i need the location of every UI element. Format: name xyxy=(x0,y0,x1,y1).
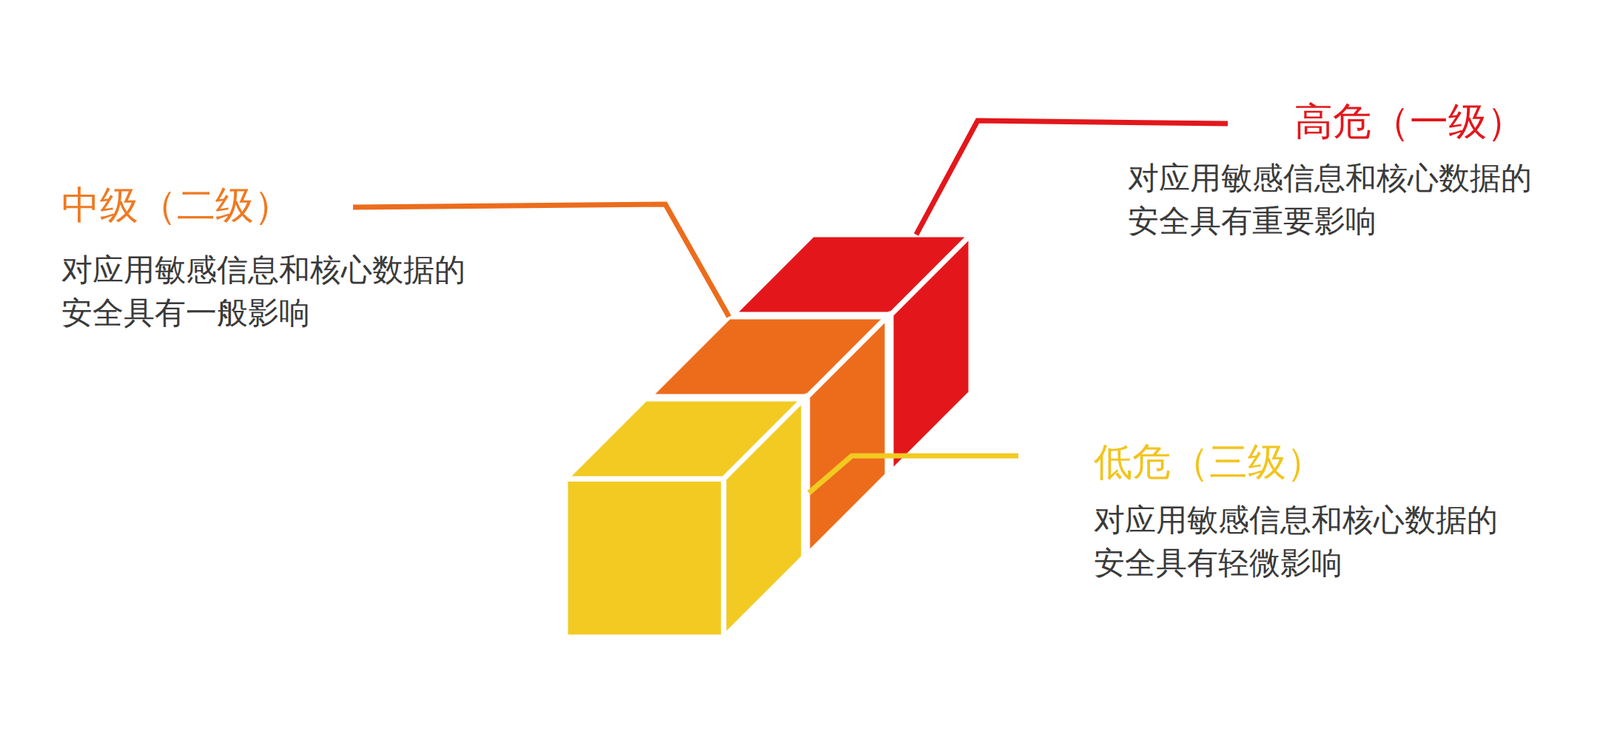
level-heading: 高危（一级） xyxy=(1294,98,1526,145)
level-heading: 中级（二级） xyxy=(61,182,293,228)
level-description: 对应用敏感信息和核心数据的 安全具有一般影响 xyxy=(61,248,479,335)
level-heading: 低危（三级） xyxy=(1093,438,1325,485)
level-description: 对应用敏感信息和核心数据的 安全具有重要影响 xyxy=(1127,156,1545,243)
level-description: 对应用敏感信息和核心数据的 安全具有轻微影响 xyxy=(1093,498,1511,585)
leader-line xyxy=(808,455,1019,493)
yellow-cube xyxy=(565,398,804,638)
